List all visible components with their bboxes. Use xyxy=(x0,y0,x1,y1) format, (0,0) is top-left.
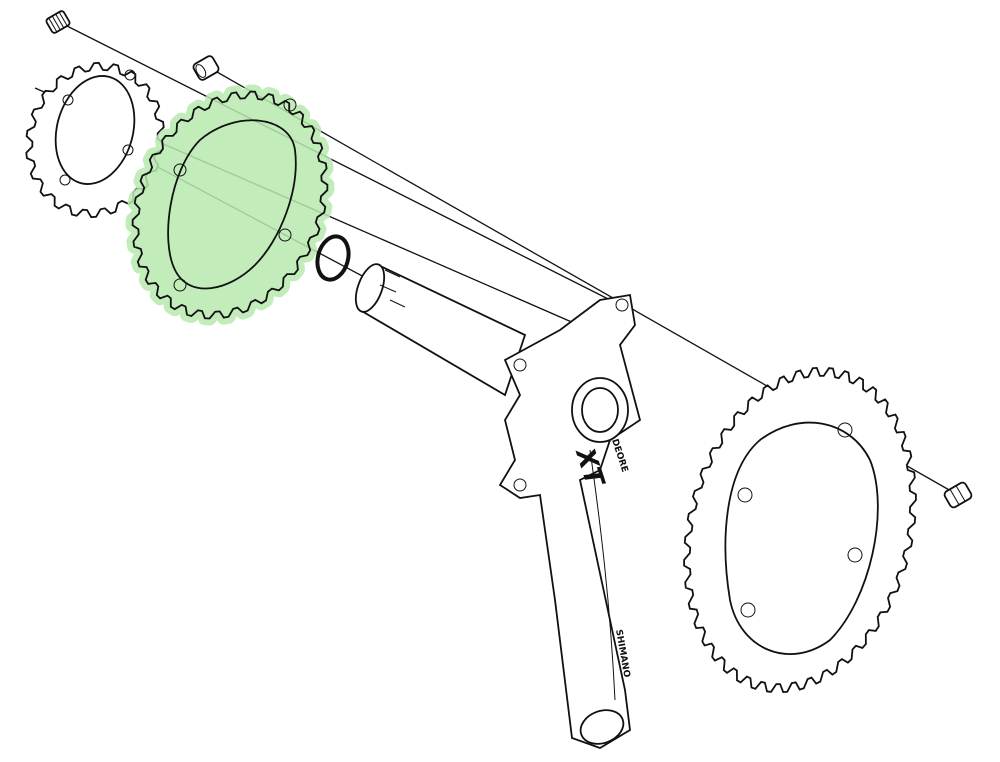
small-chainring xyxy=(25,61,165,219)
series-text: DEORE xyxy=(609,438,629,474)
right-crank-arm: DEORE XT SHIMANO xyxy=(498,293,642,749)
chainring-bolt-left xyxy=(45,10,71,34)
large-chainring xyxy=(683,366,917,694)
axis-line-top xyxy=(64,24,631,311)
chainring-bolt-right xyxy=(943,481,973,509)
chainring-nut xyxy=(192,55,220,81)
crank-axle xyxy=(354,263,527,397)
o-ring xyxy=(315,234,351,282)
middle-chainring xyxy=(125,84,335,326)
